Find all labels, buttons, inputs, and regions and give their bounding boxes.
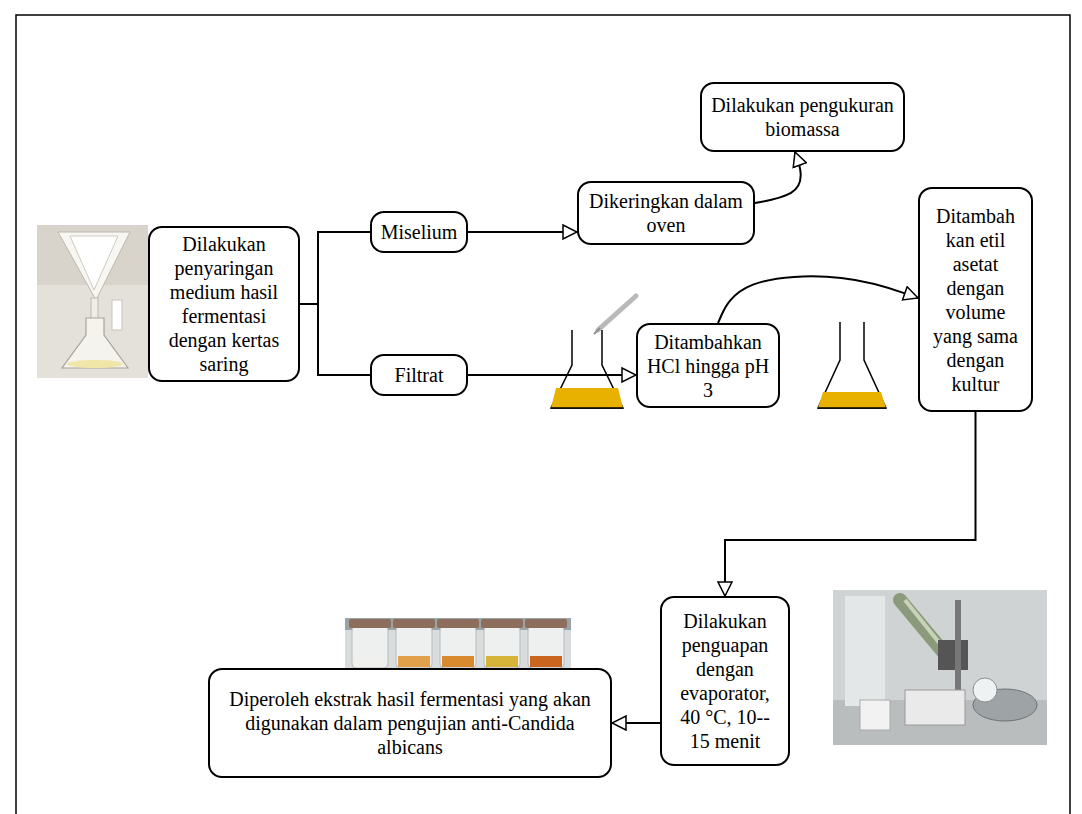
flask-with-pipette [551, 296, 636, 408]
flow-arrow [725, 412, 976, 596]
process-box: Diperoleh ekstrak hasil fermentasi yang … [208, 668, 612, 778]
flow-arrow [300, 232, 370, 304]
box-label: Ditambah kan etil asetat dengan volume y… [926, 204, 1025, 396]
box-label: Filtrat [395, 363, 444, 387]
process-box: Dilakukan penguapan dengan evaporator, 4… [660, 596, 790, 766]
process-box: Dilakukan penyaringan medium hasil ferme… [148, 226, 300, 382]
process-box: Ditambahkan HCl hingga pH 3 [636, 323, 780, 408]
box-label: Miselium [381, 220, 458, 244]
box-label: Dilakukan penyaringan medium hasil ferme… [156, 232, 292, 376]
process-box: Filtrat [370, 354, 468, 396]
flask [818, 322, 886, 408]
page-frame [16, 15, 1070, 814]
box-label: Diperoleh ekstrak hasil fermentasi yang … [216, 687, 604, 759]
funnel-photo [37, 225, 148, 378]
flow-arrow [755, 152, 801, 203]
box-label: Dilakukan penguapan dengan evaporator, 4… [668, 609, 782, 753]
flow-arrow [468, 231, 577, 233]
flow-arrow [612, 722, 660, 724]
flow-arrow [718, 276, 918, 323]
box-label: Ditambahkan HCl hingga pH 3 [644, 330, 772, 402]
process-box: Dikeringkan dalam oven [577, 181, 755, 245]
process-box: Dilakukan pengukuran biomassa [700, 82, 905, 152]
box-label: Dikeringkan dalam oven [585, 189, 747, 237]
flow-arrow [468, 374, 636, 376]
box-label: Dilakukan pengukuran biomassa [708, 93, 897, 141]
evaporator-photo [833, 590, 1047, 745]
process-box: Ditambah kan etil asetat dengan volume y… [918, 187, 1033, 412]
process-box: Miselium [370, 211, 468, 253]
vials-photo [345, 618, 571, 670]
flow-arrow [300, 304, 370, 375]
